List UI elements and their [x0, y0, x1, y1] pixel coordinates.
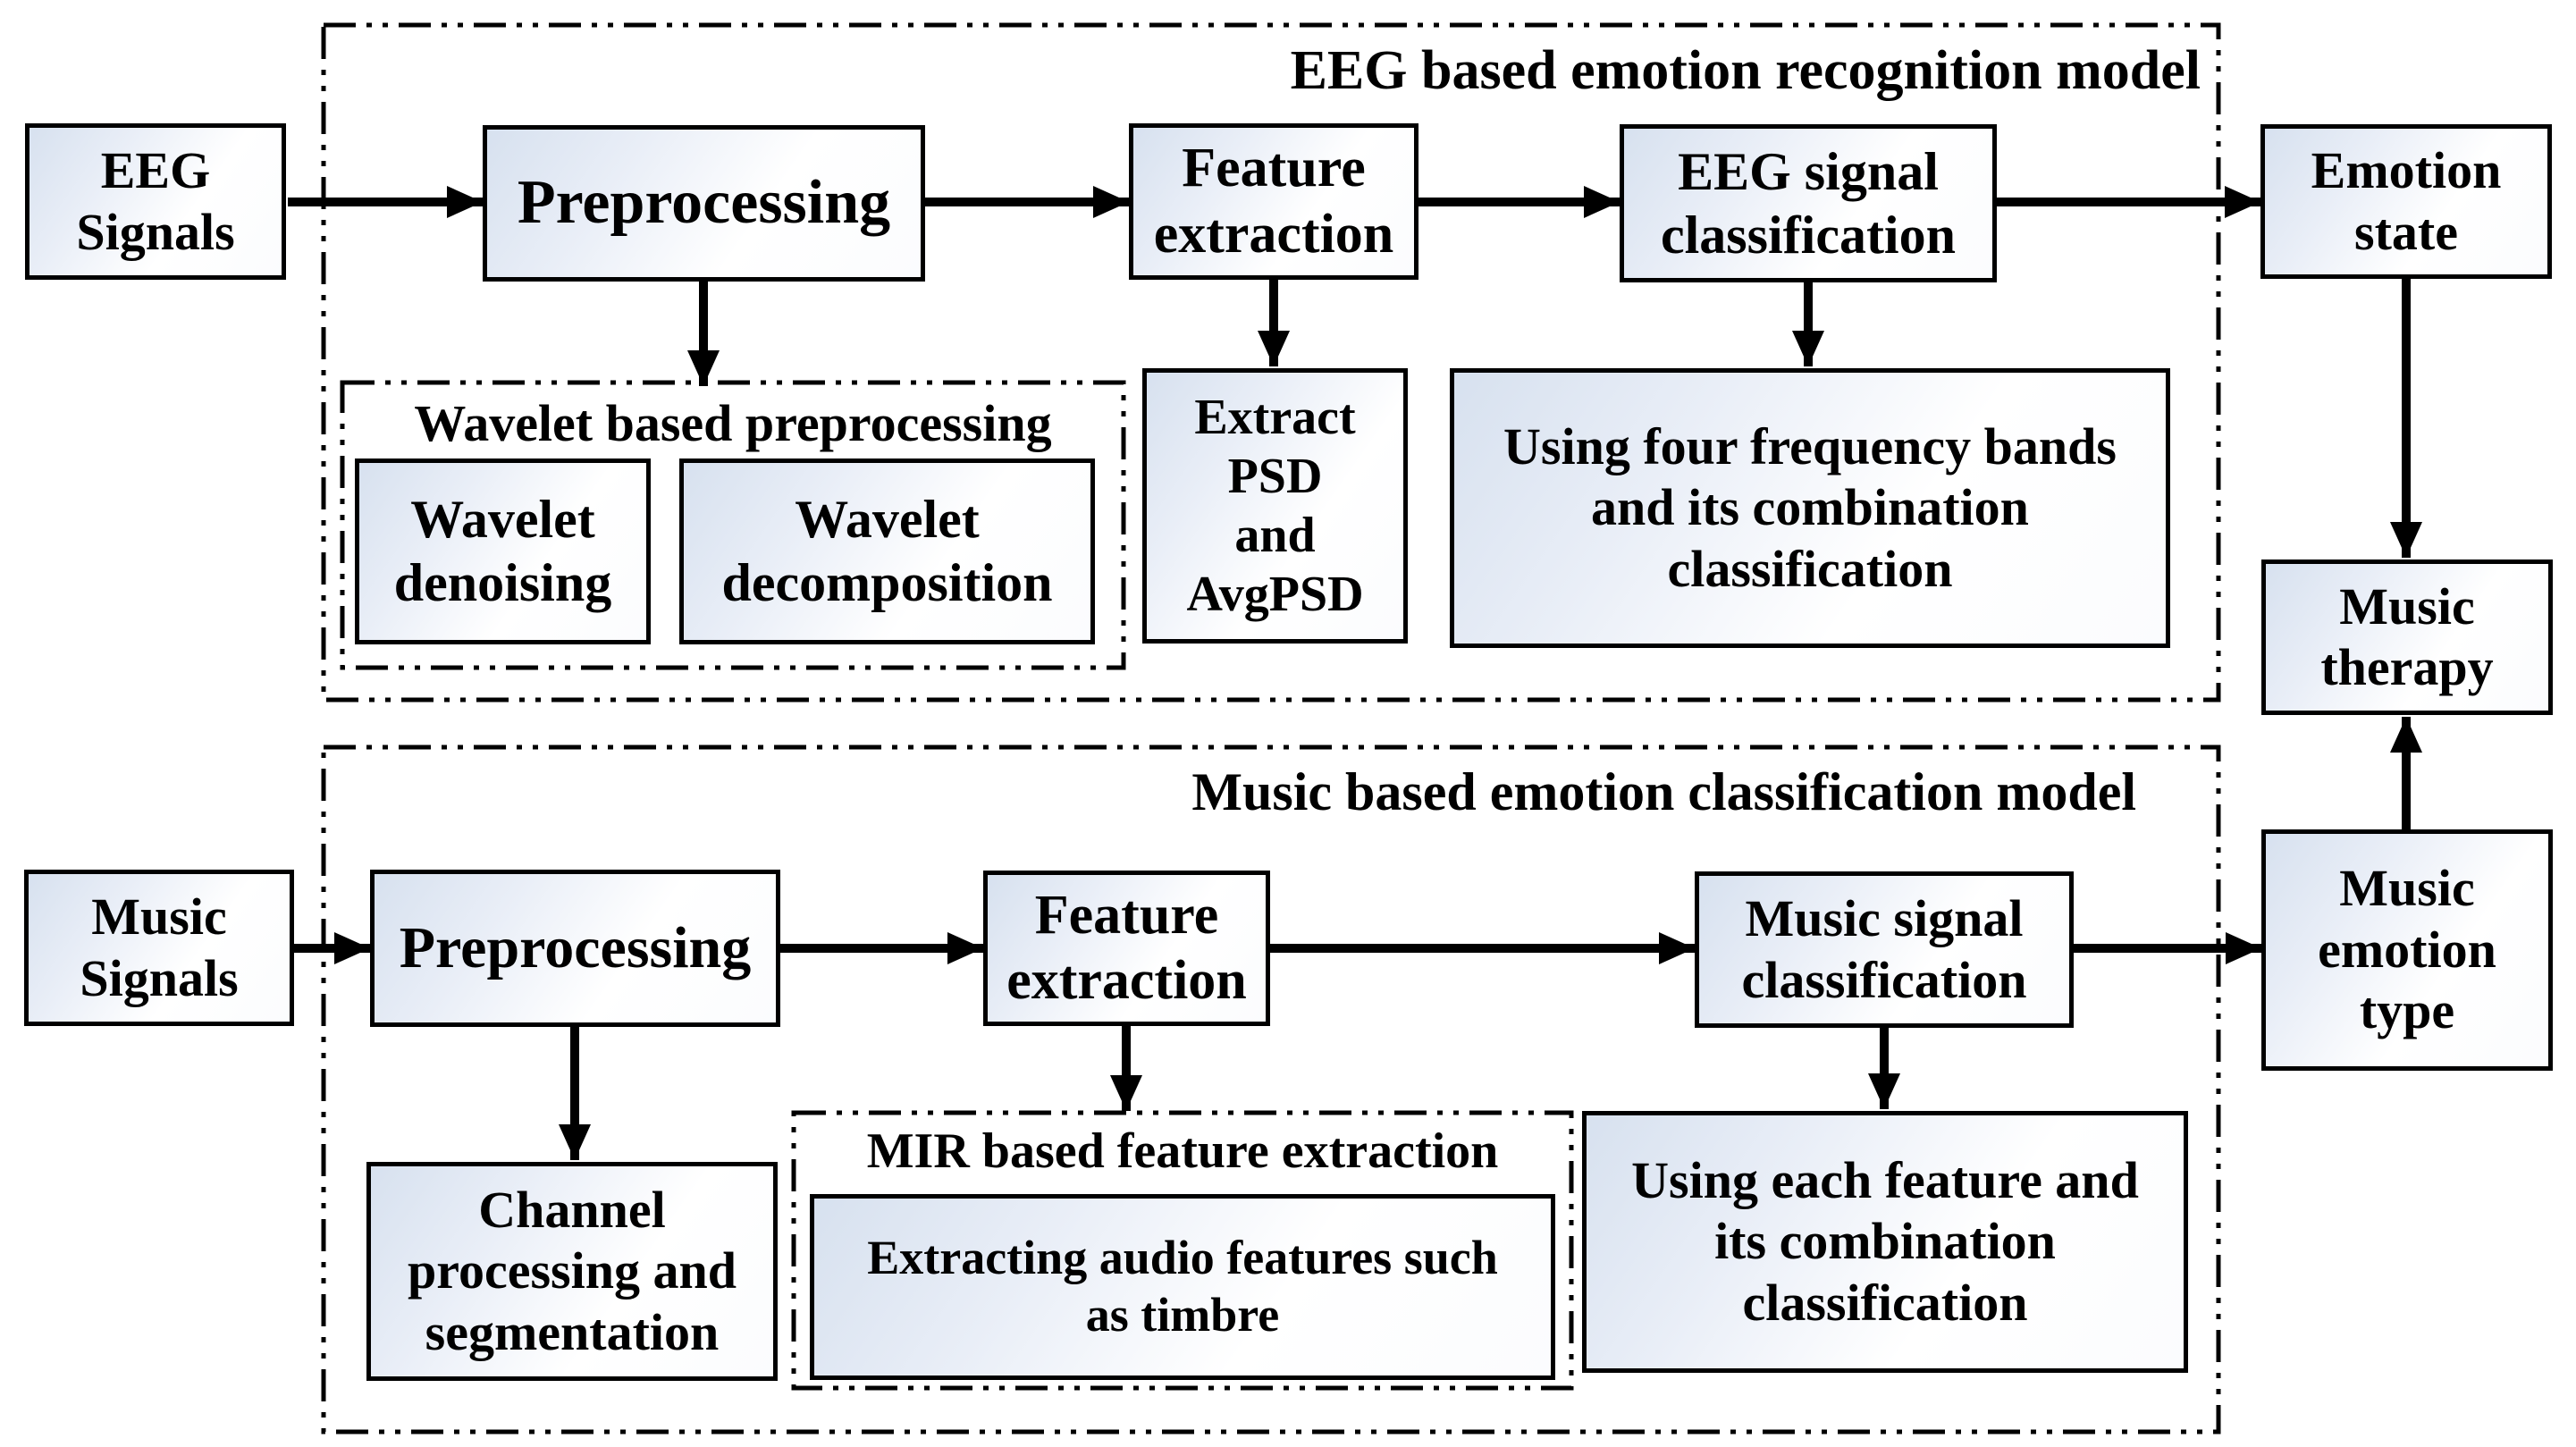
mir-container-border: [791, 1110, 1574, 1391]
mir-container-title: MIR based feature extraction: [866, 1123, 1499, 1179]
music-signal-classification-box: Music signal classification: [1695, 871, 2074, 1028]
music-model-container-border: [321, 745, 2221, 1434]
music-emotion-type-box: Music emotion type: [2261, 829, 2553, 1071]
using-each-feature-box: Using each feature and its combination c…: [1582, 1111, 2188, 1373]
feature-extraction-eeg-box: Feature extraction: [1129, 123, 1418, 280]
preprocessing-eeg-box: Preprocessing: [483, 125, 925, 282]
wavelet-denoising-box: Wavelet denoising: [355, 458, 651, 644]
music-model-title: Music based emotion classification model: [1191, 762, 2136, 821]
eeg-signal-classification-box: EEG signal classification: [1620, 124, 1997, 282]
wavelet-container-border: [340, 380, 1126, 670]
preprocessing-music-box: Preprocessing: [370, 870, 780, 1027]
wavelet-decomposition-box: Wavelet decomposition: [679, 458, 1095, 644]
using-four-frequency-box: Using four frequency bands and its combi…: [1450, 368, 2170, 648]
eeg-model-title: EEG based emotion recognition model: [1290, 40, 2201, 101]
feature-extraction-music-box: Feature extraction: [983, 871, 1270, 1026]
emotion-state-box: Emotion state: [2260, 124, 2552, 279]
extract-psd-box: Extract PSD and AvgPSD: [1142, 368, 1408, 644]
eeg-model-container-border: [321, 22, 2221, 702]
music-signals-box: Music Signals: [24, 870, 294, 1026]
extracting-audio-box: Extracting audio features such as timbre: [810, 1194, 1555, 1380]
music-therapy-box: Music therapy: [2261, 559, 2553, 715]
wavelet-container-title: Wavelet based preprocessing: [414, 394, 1052, 452]
channel-processing-box: Channel processing and segmentation: [366, 1162, 778, 1381]
eeg-signals-box: EEG Signals: [25, 123, 286, 280]
